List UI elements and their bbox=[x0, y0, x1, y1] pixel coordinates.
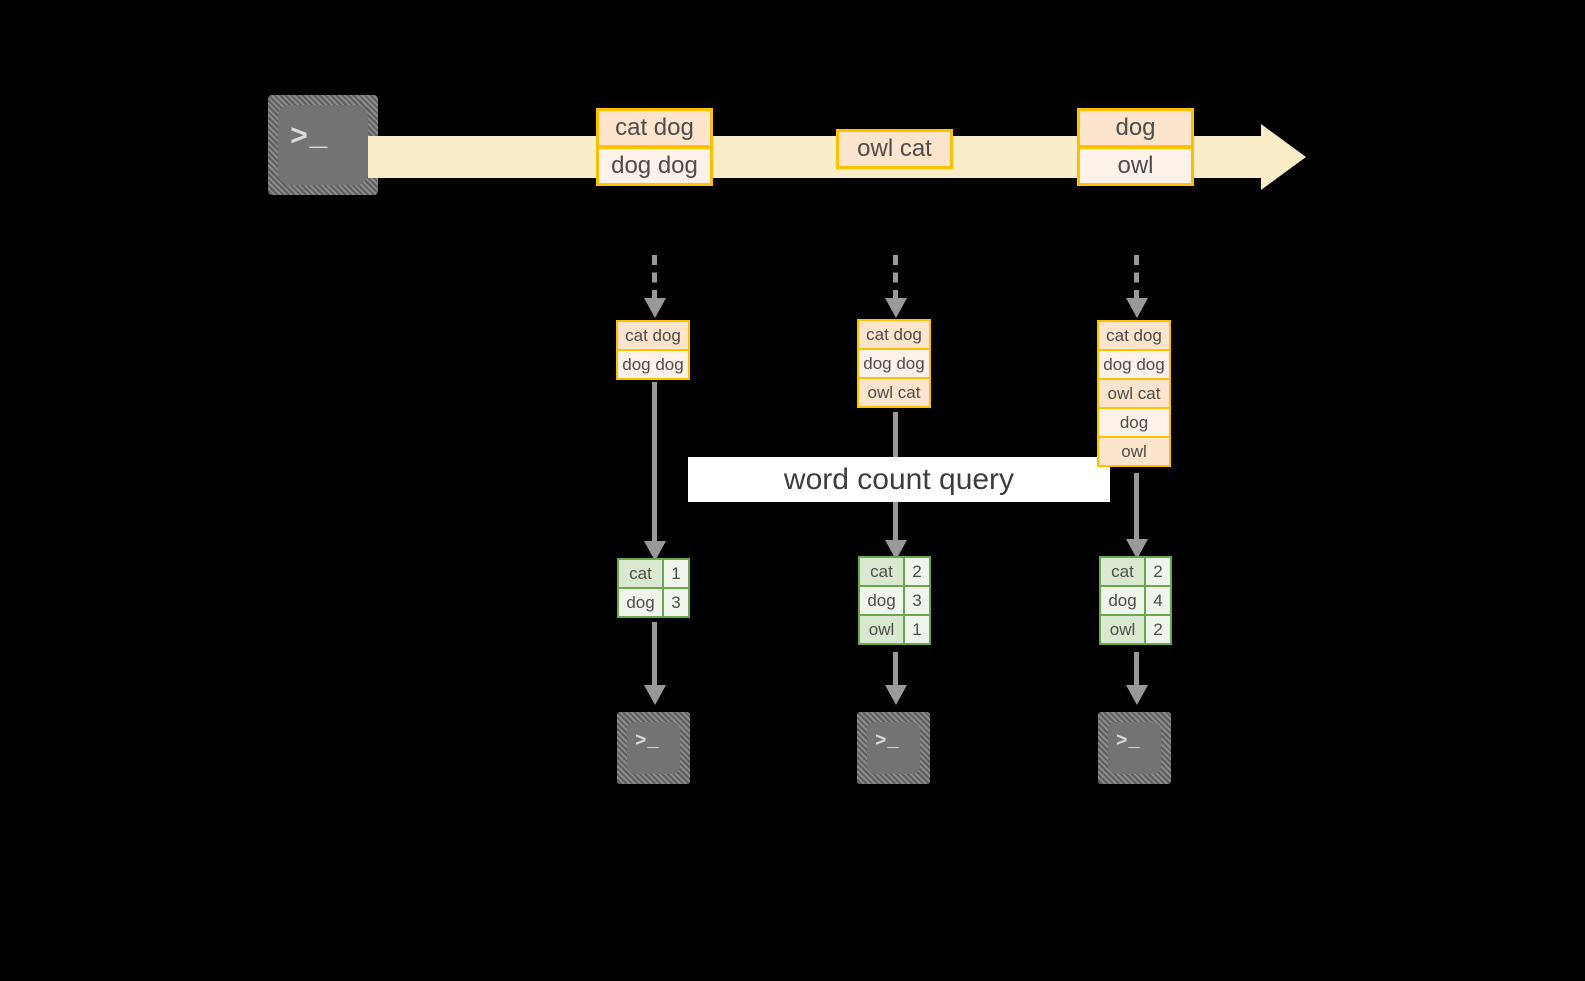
snapshot-to-result-connector bbox=[1134, 473, 1139, 541]
result-to-sink-connector bbox=[1134, 652, 1139, 686]
stream-to-snapshot-arrowhead bbox=[1126, 298, 1148, 318]
terminal-prompt: >_ bbox=[635, 730, 660, 752]
sink-terminal-icon: >_ bbox=[617, 712, 690, 784]
result-table: cat 1 dog 3 bbox=[617, 558, 690, 618]
snapshot-to-result-arrowhead bbox=[885, 540, 907, 560]
snapshot-stack: cat dog dog dog bbox=[616, 320, 690, 380]
result-to-sink-arrowhead bbox=[1126, 685, 1148, 705]
result-count-cell[interactable]: 4 bbox=[1144, 585, 1172, 616]
snapshot-row[interactable]: owl bbox=[1097, 436, 1171, 467]
result-count-cell[interactable]: 3 bbox=[903, 585, 931, 616]
snapshot-to-result-arrowhead bbox=[644, 541, 666, 561]
result-table: cat 2 dog 3 owl 1 bbox=[858, 556, 931, 645]
snapshot-row[interactable]: dog dog bbox=[616, 349, 690, 380]
result-word-cell[interactable]: dog bbox=[858, 585, 905, 616]
table-row: owl 1 bbox=[858, 614, 931, 645]
stream-to-snapshot-connector bbox=[652, 255, 657, 300]
snapshot-row[interactable]: owl cat bbox=[1097, 378, 1171, 409]
terminal-screen: >_ bbox=[867, 722, 920, 774]
terminal-screen: >_ bbox=[1108, 722, 1161, 774]
stream-event-box[interactable]: owl cat bbox=[836, 129, 953, 169]
result-word-cell[interactable]: cat bbox=[617, 558, 664, 589]
stream-event-box[interactable]: owl bbox=[1077, 146, 1194, 186]
table-row: dog 4 bbox=[1099, 585, 1172, 616]
stream-event-box[interactable]: cat dog bbox=[596, 108, 713, 148]
stream-event-box[interactable]: dog bbox=[1077, 108, 1194, 148]
result-word-cell[interactable]: cat bbox=[1099, 556, 1146, 587]
snapshot-row[interactable]: cat dog bbox=[616, 320, 690, 351]
snapshot-to-result-arrowhead bbox=[1126, 539, 1148, 559]
stream-to-snapshot-connector bbox=[893, 255, 898, 300]
result-word-cell[interactable]: owl bbox=[1099, 614, 1146, 645]
result-word-cell[interactable]: dog bbox=[1099, 585, 1146, 616]
result-to-sink-arrowhead bbox=[885, 685, 907, 705]
table-row: cat 2 bbox=[858, 556, 931, 587]
snapshot-row[interactable]: dog dog bbox=[857, 348, 931, 379]
result-table: cat 2 dog 4 owl 2 bbox=[1099, 556, 1172, 645]
table-row: owl 2 bbox=[1099, 614, 1172, 645]
snapshot-row[interactable]: dog bbox=[1097, 407, 1171, 438]
result-count-cell[interactable]: 2 bbox=[903, 556, 931, 587]
result-word-cell[interactable]: dog bbox=[617, 587, 664, 618]
terminal-prompt: >_ bbox=[1116, 730, 1141, 752]
stream-to-snapshot-arrowhead bbox=[885, 298, 907, 318]
snapshot-row[interactable]: dog dog bbox=[1097, 349, 1171, 380]
snapshot-row[interactable]: owl cat bbox=[857, 377, 931, 408]
query-label-banner: word count query bbox=[688, 457, 1110, 502]
result-count-cell[interactable]: 2 bbox=[1144, 556, 1172, 587]
stream-arrow-head bbox=[1261, 124, 1306, 190]
sink-terminal-icon: >_ bbox=[857, 712, 930, 784]
table-row: cat 2 bbox=[1099, 556, 1172, 587]
snapshot-stack: cat dog dog dog owl cat dog owl bbox=[1097, 320, 1171, 467]
result-to-sink-connector bbox=[893, 652, 898, 686]
snapshot-stack: cat dog dog dog owl cat bbox=[857, 319, 931, 408]
stream-to-snapshot-connector bbox=[1134, 255, 1139, 300]
snapshot-row[interactable]: cat dog bbox=[1097, 320, 1171, 351]
sink-terminal-icon: >_ bbox=[1098, 712, 1171, 784]
snapshot-to-result-connector bbox=[652, 382, 657, 542]
table-row: cat 1 bbox=[617, 558, 690, 589]
stream-to-snapshot-arrowhead bbox=[644, 298, 666, 318]
terminal-prompt: >_ bbox=[290, 121, 330, 155]
terminal-prompt: >_ bbox=[875, 730, 900, 752]
result-word-cell[interactable]: cat bbox=[858, 556, 905, 587]
table-row: dog 3 bbox=[617, 587, 690, 618]
source-terminal-icon: >_ bbox=[268, 95, 378, 195]
result-word-cell[interactable]: owl bbox=[858, 614, 905, 645]
table-row: dog 3 bbox=[858, 585, 931, 616]
terminal-screen: >_ bbox=[278, 105, 368, 185]
stream-event-box[interactable]: dog dog bbox=[596, 146, 713, 186]
snapshot-row[interactable]: cat dog bbox=[857, 319, 931, 350]
result-count-cell[interactable]: 1 bbox=[903, 614, 931, 645]
result-count-cell[interactable]: 2 bbox=[1144, 614, 1172, 645]
terminal-screen: >_ bbox=[627, 722, 680, 774]
result-count-cell[interactable]: 1 bbox=[662, 558, 690, 589]
result-to-sink-connector bbox=[652, 622, 657, 686]
result-to-sink-arrowhead bbox=[644, 685, 666, 705]
result-count-cell[interactable]: 3 bbox=[662, 587, 690, 618]
